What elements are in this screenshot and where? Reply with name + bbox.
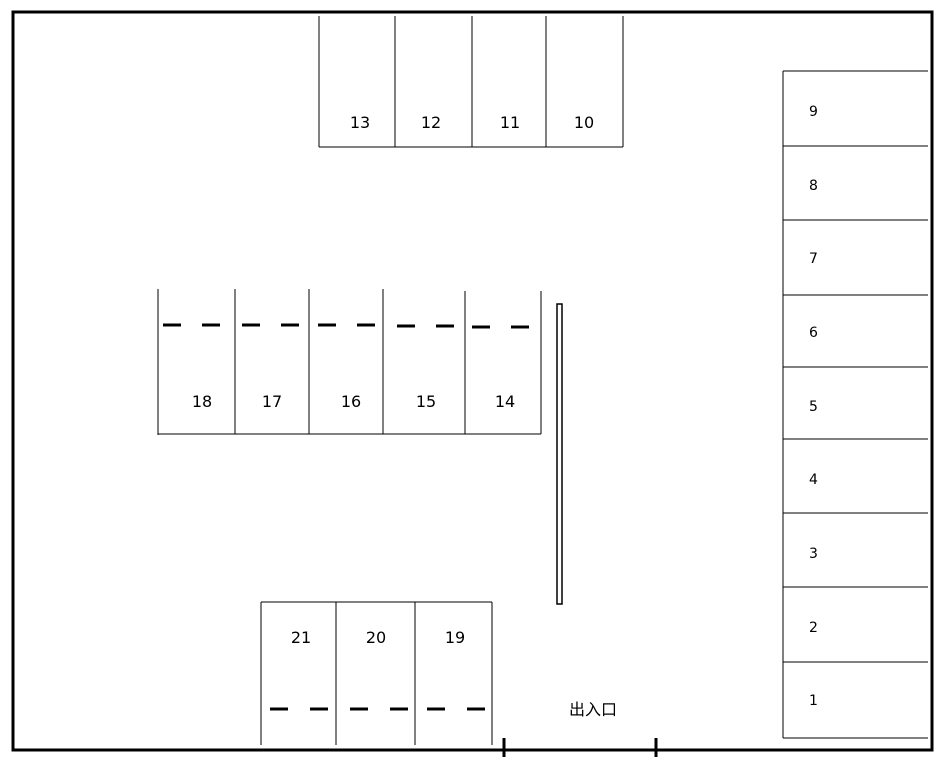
space-label-14: 14 xyxy=(495,392,515,411)
space-label-2: 2 xyxy=(809,620,818,636)
space-label-21: 21 xyxy=(291,628,311,647)
space-label-16: 16 xyxy=(341,392,361,411)
bottom-row-spaces xyxy=(260,601,493,745)
divider-wall xyxy=(556,303,563,605)
space-label-13: 13 xyxy=(350,113,370,132)
top-row-spaces xyxy=(318,16,624,148)
right-column-spaces xyxy=(782,70,928,739)
space-label-17: 17 xyxy=(262,392,282,411)
middle-row-spaces xyxy=(157,289,542,435)
space-label-1: 1 xyxy=(809,693,818,709)
space-label-20: 20 xyxy=(366,628,386,647)
space-label-10: 10 xyxy=(574,113,594,132)
space-label-8: 8 xyxy=(809,178,818,194)
space-label-15: 15 xyxy=(416,392,436,411)
space-label-4: 4 xyxy=(809,472,818,488)
entrance-label: 出入口 xyxy=(569,700,617,719)
lot-boundary xyxy=(11,10,934,752)
space-label-9: 9 xyxy=(809,104,818,120)
space-label-5: 5 xyxy=(809,399,818,415)
space-label-12: 12 xyxy=(421,113,441,132)
space-label-18: 18 xyxy=(192,392,212,411)
middle-row-wheel-stops xyxy=(163,323,529,329)
space-label-11: 11 xyxy=(500,113,520,132)
space-label-19: 19 xyxy=(445,628,465,647)
space-label-7: 7 xyxy=(809,251,818,267)
space-label-6: 6 xyxy=(809,325,818,341)
space-label-3: 3 xyxy=(809,546,818,562)
